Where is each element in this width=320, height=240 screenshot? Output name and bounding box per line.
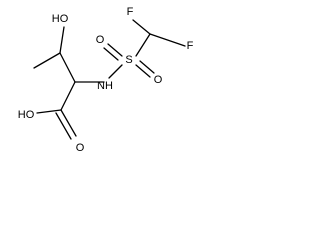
bond-methyl-choh (33, 52, 61, 69)
bond-s-o-bottom-2 (139, 60, 155, 74)
bond-carbonyl-1 (60, 109, 77, 137)
sulfonyl-oxygen-bottom-label: O (154, 74, 163, 86)
bond-chf2-f-right (149, 33, 186, 47)
atom-labels: HO HO O NH S O O F F (18, 6, 194, 154)
bond-carbonyl-2 (55, 112, 72, 140)
bond-alpha-carboxyl (60, 81, 76, 111)
bond-chf2-f-left (132, 19, 151, 35)
bond-s-chf2 (135, 33, 151, 57)
sulfur-label: S (125, 54, 132, 66)
amine-label: NH (97, 80, 113, 92)
sulfonyl-oxygen-top-label: O (96, 34, 105, 46)
bond-s-o-top-1 (107, 43, 123, 57)
fluorine-left-label: F (127, 6, 134, 18)
bond-carboxyl-oh (36, 109, 62, 114)
bond-s-o-top-2 (103, 47, 119, 61)
hydroxyl-label: HO (52, 13, 69, 25)
bond-s-o-bottom-1 (135, 64, 151, 78)
molecule-structure: HO HO O NH S O O F F (18, 6, 194, 154)
fluorine-right-label: F (187, 40, 194, 52)
bond-choh-alpha (59, 52, 76, 83)
bond-nh-s (108, 64, 123, 79)
bonds (33, 19, 186, 140)
bond-choh-oh (59, 26, 65, 54)
carbonyl-oxygen-label: O (76, 142, 85, 154)
acid-hydroxyl-label: HO (18, 109, 35, 121)
